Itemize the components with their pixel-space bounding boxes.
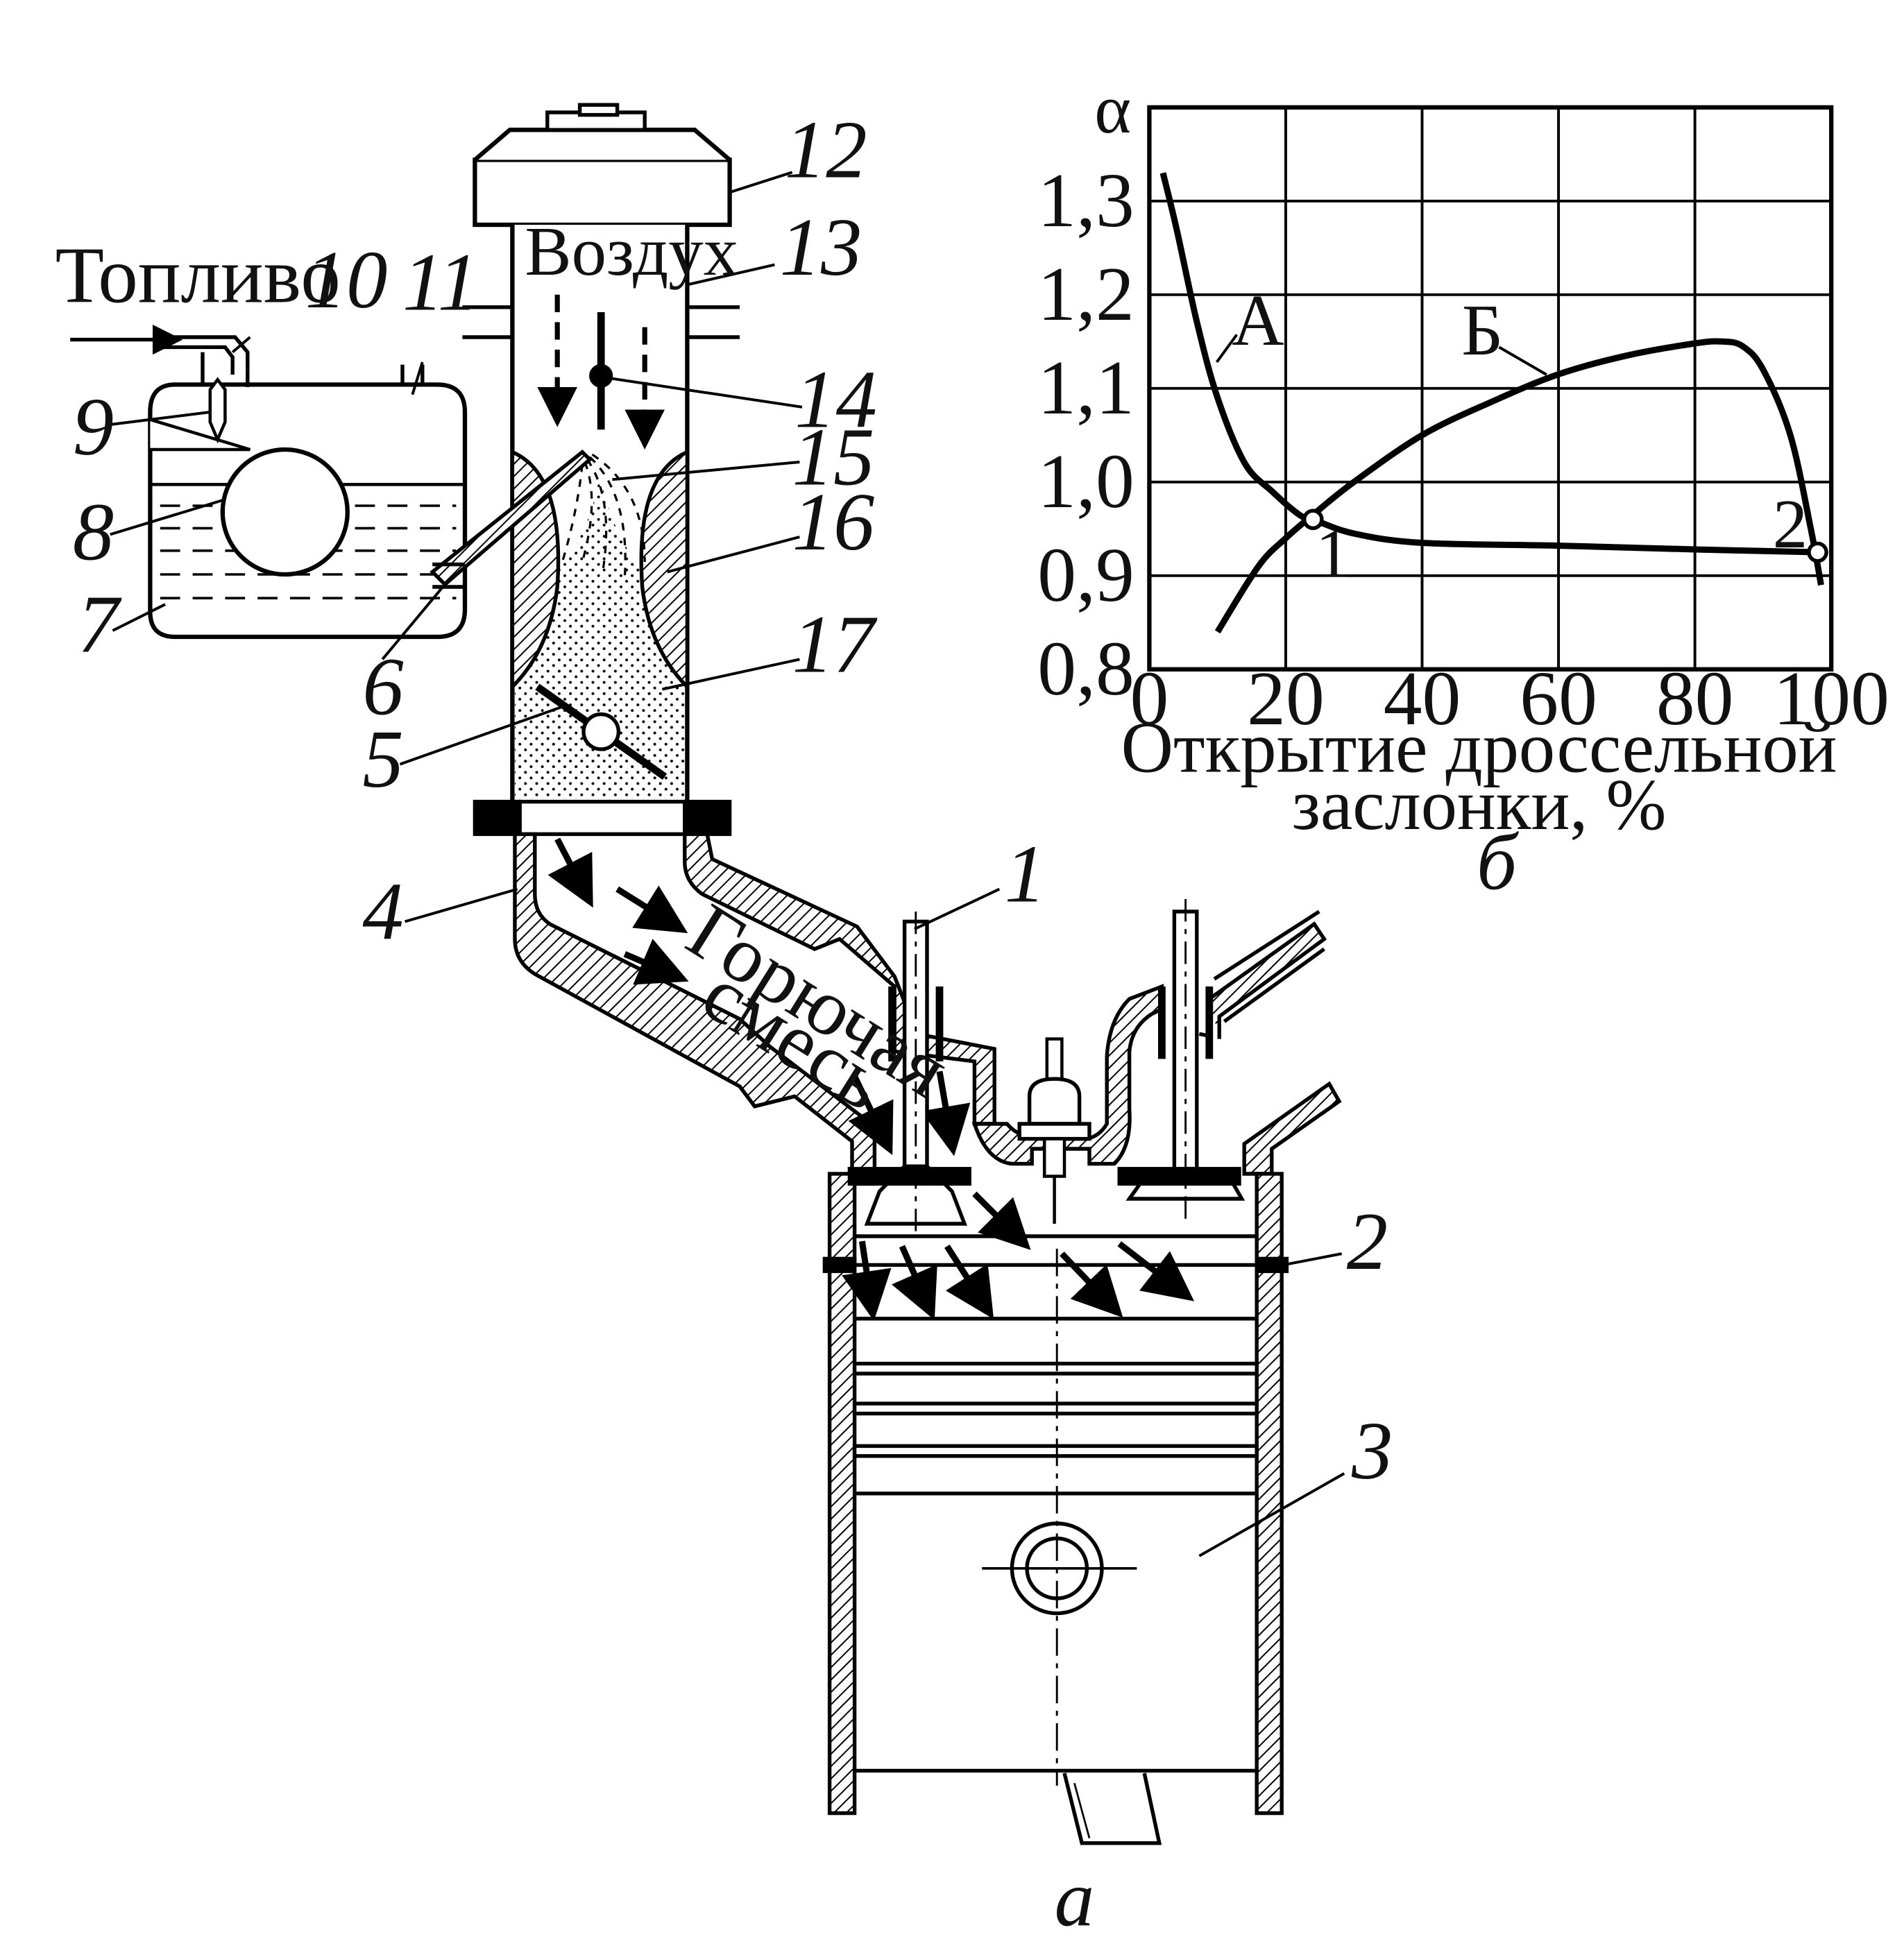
x-axis-label-1: Открытие дроссельной [1121,707,1837,787]
x-tick-40: 40 [1384,656,1461,742]
series-label-A: А [1232,280,1284,361]
callout-5: 5 [362,713,403,805]
callout-17: 17 [792,598,878,690]
callout-15: 15 [792,411,875,502]
series-B-leader [1498,345,1547,376]
spark-plug [1017,1037,1091,1224]
y-tick-0,8: 0,8 [1037,626,1134,712]
callout-numbers: 1 2 3 4 5 6 7 8 9 10 11 12 13 14 15 16 1… [73,104,1393,1497]
series-line-B [1214,338,1824,634]
callout-6: 6 [362,641,403,733]
callout-14: 14 [794,354,877,445]
cylinder [822,1167,1289,1815]
callout-2: 2 [1347,1195,1388,1287]
y-tick-0,9: 0,9 [1037,533,1134,618]
part-b-label: б [1477,818,1520,907]
callout-1: 1 [1005,828,1046,920]
piston [852,1249,1259,1845]
callout-11: 11 [402,236,479,327]
callout-9: 9 [73,381,114,472]
x-tick-60: 60 [1520,656,1597,742]
callout-16: 16 [792,476,875,567]
y-tick-1,1: 1,1 [1037,345,1134,431]
callout-7: 7 [78,579,122,670]
y-axis-label: α [1094,70,1131,148]
x-tick-0: 0 [1130,656,1169,742]
fuel-label: Топливо [56,231,341,320]
part-a-label: а [1055,1854,1095,1943]
callout-3: 3 [1351,1405,1393,1496]
chart-grid [1147,105,1834,672]
flange [473,799,732,837]
point-label-2: 2 [1773,485,1808,563]
x-axis-label-2: заслонки, % [1292,764,1667,845]
series-A-leader [1215,334,1239,364]
carburetor-drawing [70,103,1345,1845]
x-tick-80: 80 [1656,656,1734,742]
cylinder-head [864,899,1342,1236]
callout-13: 13 [780,201,862,293]
callout-4: 4 [362,866,403,957]
chart-series [1159,172,1824,634]
y-tick-1,0: 1,0 [1037,439,1134,524]
air-label: Воздух [525,212,738,290]
x-tick-20: 20 [1247,656,1325,742]
float [149,418,350,577]
point-label-1: 1 [1316,515,1350,592]
leader-lines [110,171,1345,1557]
callout-8: 8 [73,486,114,577]
callout-10: 10 [305,234,388,325]
callout-12: 12 [785,104,867,196]
needle-valve [158,335,250,444]
chart-ticks: 0 20 40 60 80 100 0,80,9 1,01,11,21,3 [1037,158,1889,742]
series-label-B: Б [1461,290,1503,370]
y-tick-1,3: 1,3 [1037,158,1134,244]
air-filter [473,103,732,228]
mixing-chamber [430,225,740,802]
x-tick-100: 100 [1774,656,1889,742]
y-tick-1,2: 1,2 [1037,252,1134,337]
point-1 [1302,509,1324,531]
point-2 [1807,541,1828,563]
